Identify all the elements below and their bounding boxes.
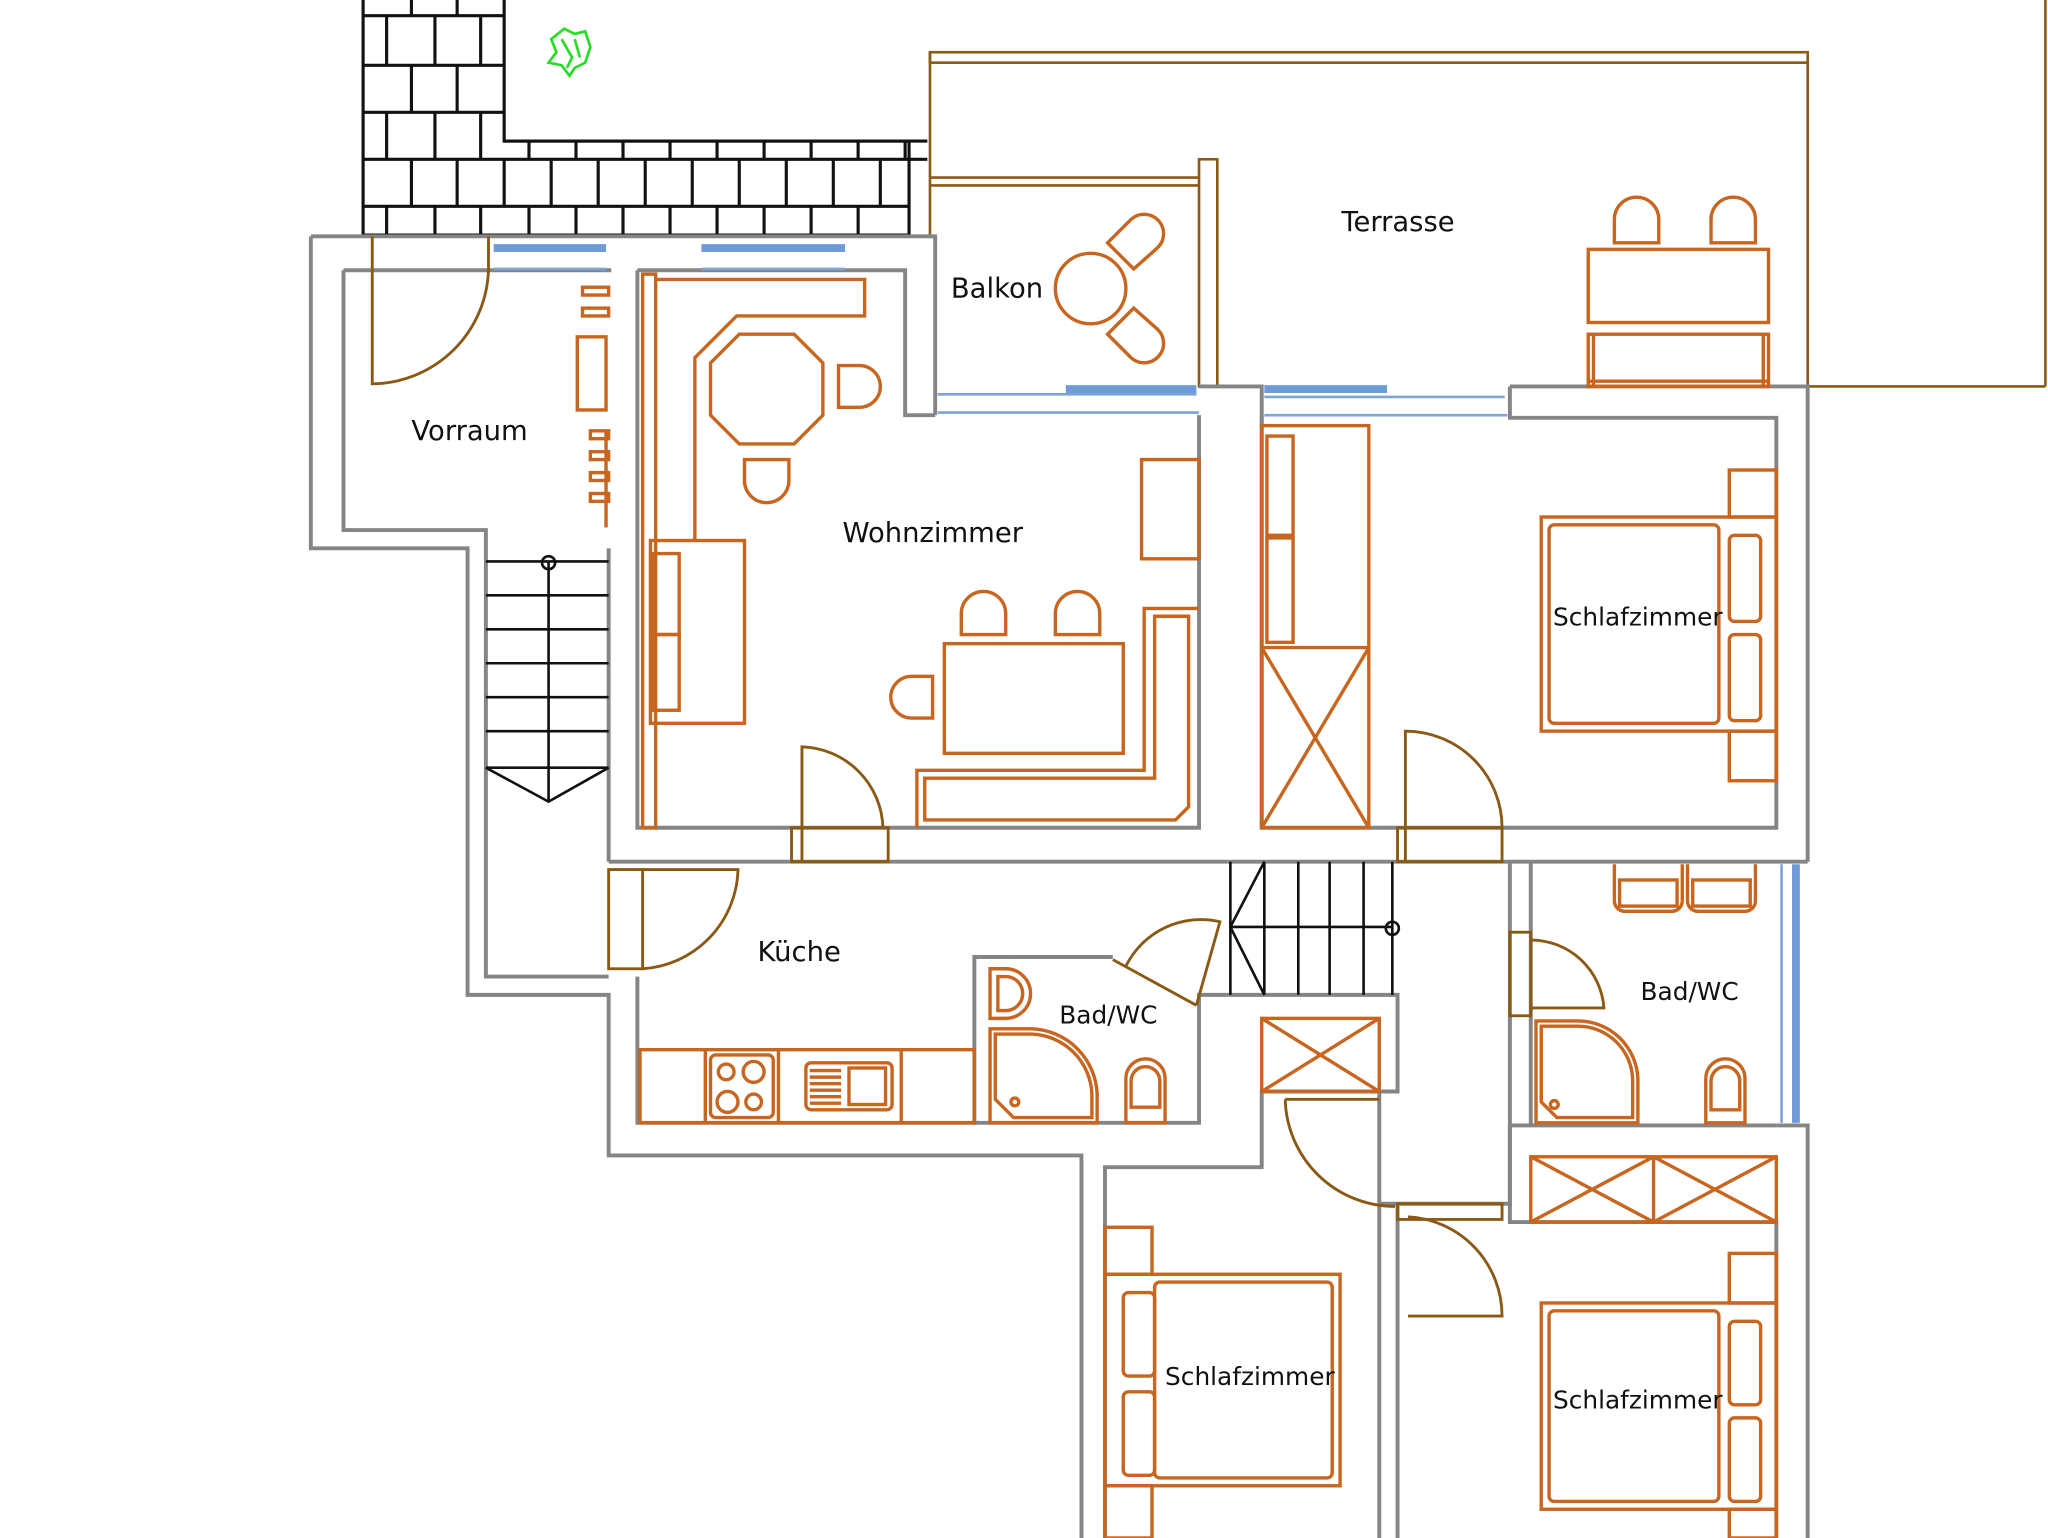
toilet-icon <box>1704 1057 1747 1125</box>
chair-icon <box>1053 589 1102 637</box>
bedroom1-furniture <box>1260 423 1779 830</box>
living-furniture <box>640 272 1201 830</box>
chair-icon <box>742 457 791 505</box>
chair-icon <box>1709 195 1758 245</box>
bath2-furniture <box>1534 864 1758 1125</box>
bedroom3-furniture <box>1529 1155 1779 1538</box>
room-label-schlafzimmer-1: Schlafzimmer <box>1553 602 1723 631</box>
bed-icon <box>1103 1272 1342 1488</box>
plant-icon <box>546 27 592 78</box>
room-label-bad-1: Bad/WC <box>1059 1001 1157 1030</box>
table-icon <box>1586 247 1771 325</box>
kitchen-furniture <box>638 1048 977 1125</box>
room-label-balkon: Balkon <box>951 274 1043 305</box>
room-label-schlafzimmer-2: Schlafzimmer <box>1165 1362 1335 1391</box>
room-label-schlafzimmer-3: Schlafzimmer <box>1553 1386 1723 1415</box>
stairs-icon <box>485 554 1401 996</box>
chair-icon <box>1105 305 1166 365</box>
chair-icon <box>1612 195 1661 245</box>
balcony-furniture <box>1053 212 1166 365</box>
shower-icon <box>988 1027 1099 1125</box>
table-icon <box>942 641 1125 756</box>
wardrobe-icon <box>1260 1016 1381 1094</box>
windows <box>493 244 1800 1123</box>
wardrobe-icon <box>1260 423 1371 830</box>
table-icon <box>708 332 825 446</box>
bed-icon <box>1539 1301 1779 1511</box>
walls <box>308 234 1810 1538</box>
bath1-furniture <box>988 967 1167 1125</box>
room-label-kueche: Küche <box>758 937 841 968</box>
room-label-terrasse: Terrasse <box>1340 207 1454 238</box>
shower-icon <box>1534 1019 1640 1125</box>
terrace-furniture <box>1586 195 1771 389</box>
stove-icon <box>708 1053 775 1120</box>
chair-icon <box>889 674 935 720</box>
chair-icon <box>959 589 1008 637</box>
room-label-wohnzimmer: Wohnzimmer <box>842 518 1023 549</box>
chair-icon <box>836 363 883 410</box>
bedroom2-furniture <box>1103 1016 1381 1538</box>
bed-icon <box>1539 515 1779 733</box>
sink-icon <box>804 1061 894 1112</box>
door-swing-icon <box>370 236 1606 1318</box>
wardrobe-icon <box>575 285 611 528</box>
room-label-vorraum: Vorraum <box>411 416 527 447</box>
toilet-icon <box>1124 1057 1167 1125</box>
chair-icon <box>1105 212 1166 272</box>
table-icon <box>1053 251 1128 326</box>
terrace-outline <box>928 0 2047 388</box>
paving <box>361 0 928 237</box>
room-label-bad-2: Bad/WC <box>1640 977 1738 1006</box>
